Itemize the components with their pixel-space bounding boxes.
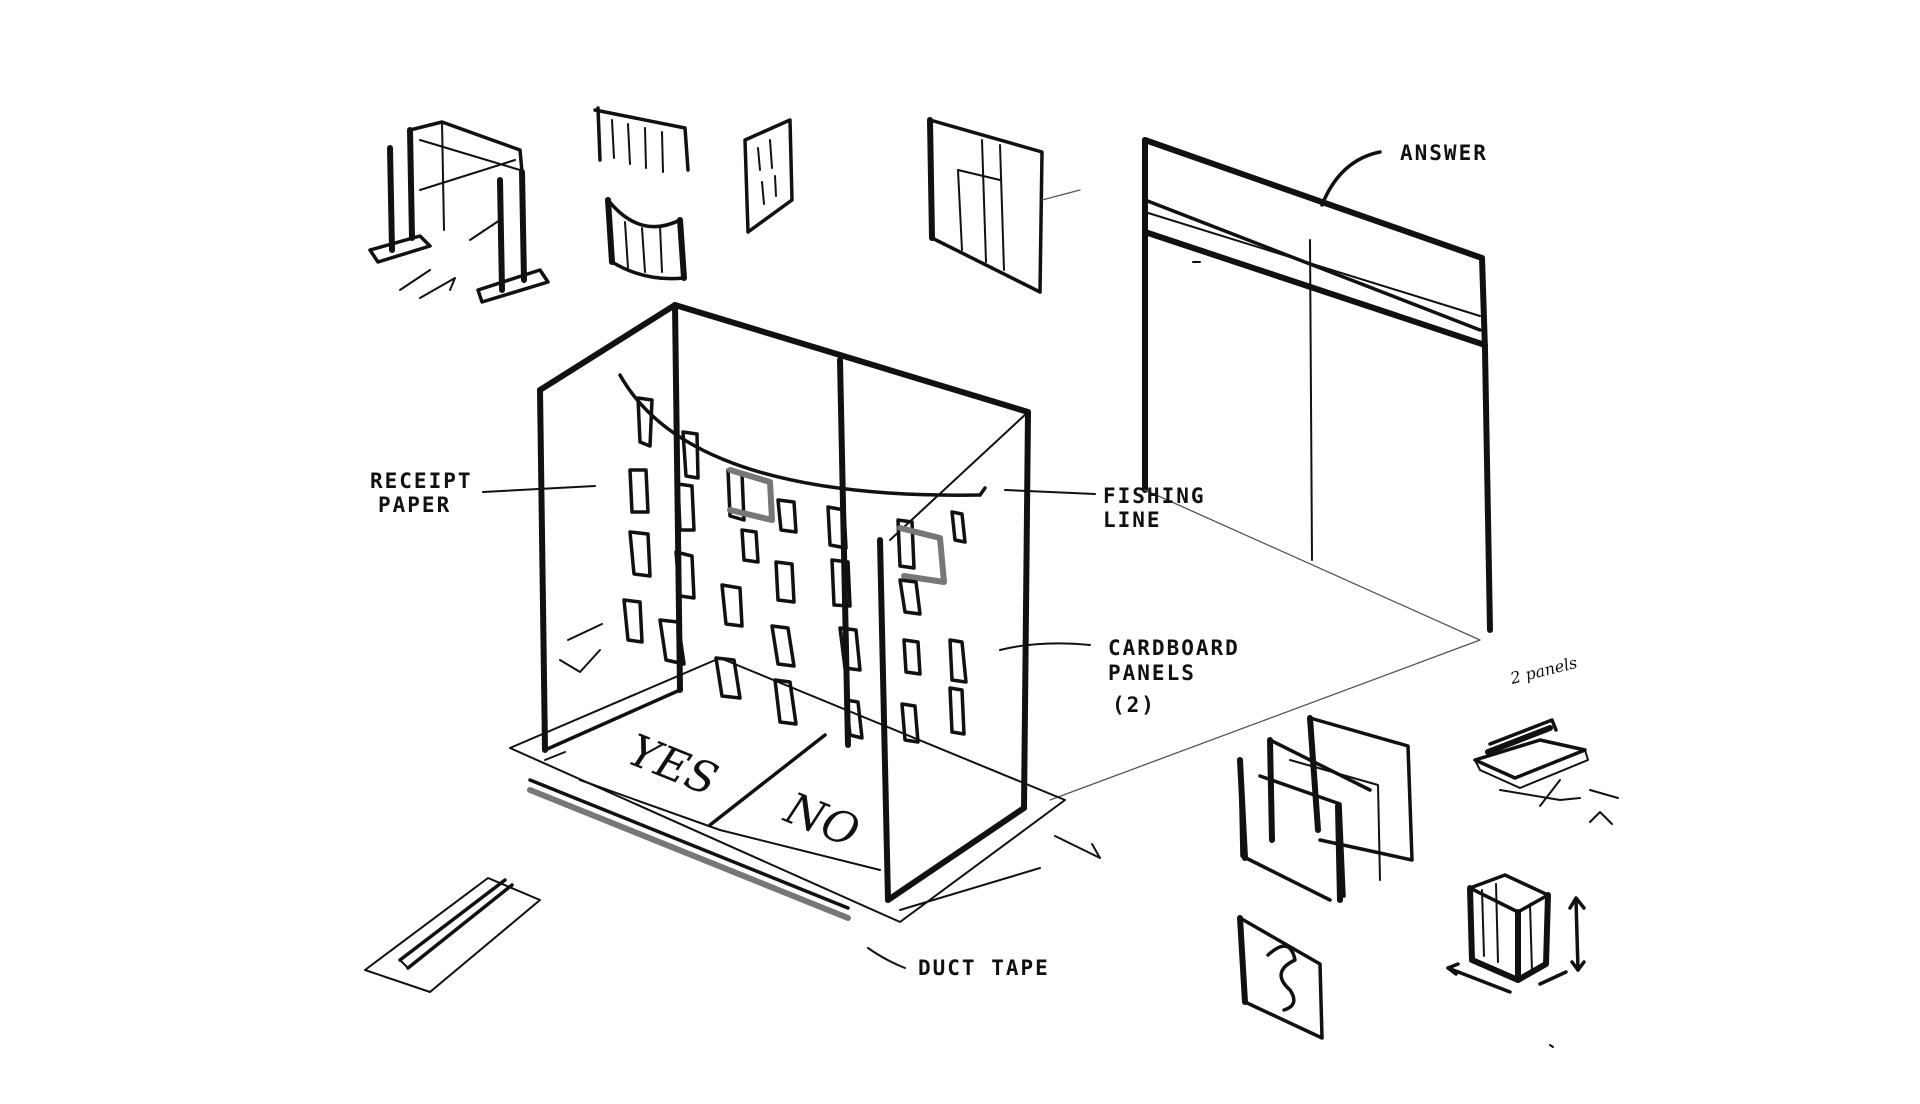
answer-leader xyxy=(1320,150,1382,207)
booth xyxy=(509,302,1101,923)
duct-tape-label: DUCT TAPE xyxy=(918,956,1050,980)
answer-label: ANSWER xyxy=(1400,141,1488,165)
receipt-paper-label-line1: RECEIPT xyxy=(370,469,473,493)
doorway-frames-thumbnail xyxy=(368,120,550,304)
answer-wall xyxy=(1049,137,1493,801)
booth-floor xyxy=(509,657,1066,923)
fishing-line-label-line1: FISHING xyxy=(1103,484,1206,508)
tall-panel-thumbnail xyxy=(743,118,794,234)
overlapping-panels-thumbnail xyxy=(1237,715,1414,903)
receipt-paper-label-line2: PAPER xyxy=(378,493,451,517)
receipt-paper-strips xyxy=(622,396,968,744)
tape-detail-thumbnail xyxy=(364,877,541,993)
fishing-line-label-line2: LINE xyxy=(1103,508,1162,532)
cardboard-panels-label-line2: PANELS xyxy=(1108,661,1196,685)
cardboard-panels-leader xyxy=(999,642,1091,651)
cardboard-panels-label-line1: CARDBOARD xyxy=(1108,636,1240,660)
squiggle-panel-thumbnail xyxy=(1237,915,1324,1040)
door-panel-thumbnail xyxy=(927,117,1081,294)
curved-panels-thumbnail xyxy=(593,106,690,281)
two-panels-base-thumbnail xyxy=(1473,718,1619,825)
box-dimensions-thumbnail xyxy=(1446,873,1586,1048)
fishing-line xyxy=(618,373,982,497)
duct-tape-leader xyxy=(867,947,906,969)
fishing-line-leader xyxy=(1004,489,1096,495)
floor-yes-label: YES xyxy=(621,725,725,806)
duct-tape-strip xyxy=(527,787,851,921)
cardboard-panels-label-line3: (2) xyxy=(1112,693,1156,717)
two-panels-note: 2 panels xyxy=(1507,653,1579,688)
receipt-paper-leader xyxy=(482,485,596,493)
